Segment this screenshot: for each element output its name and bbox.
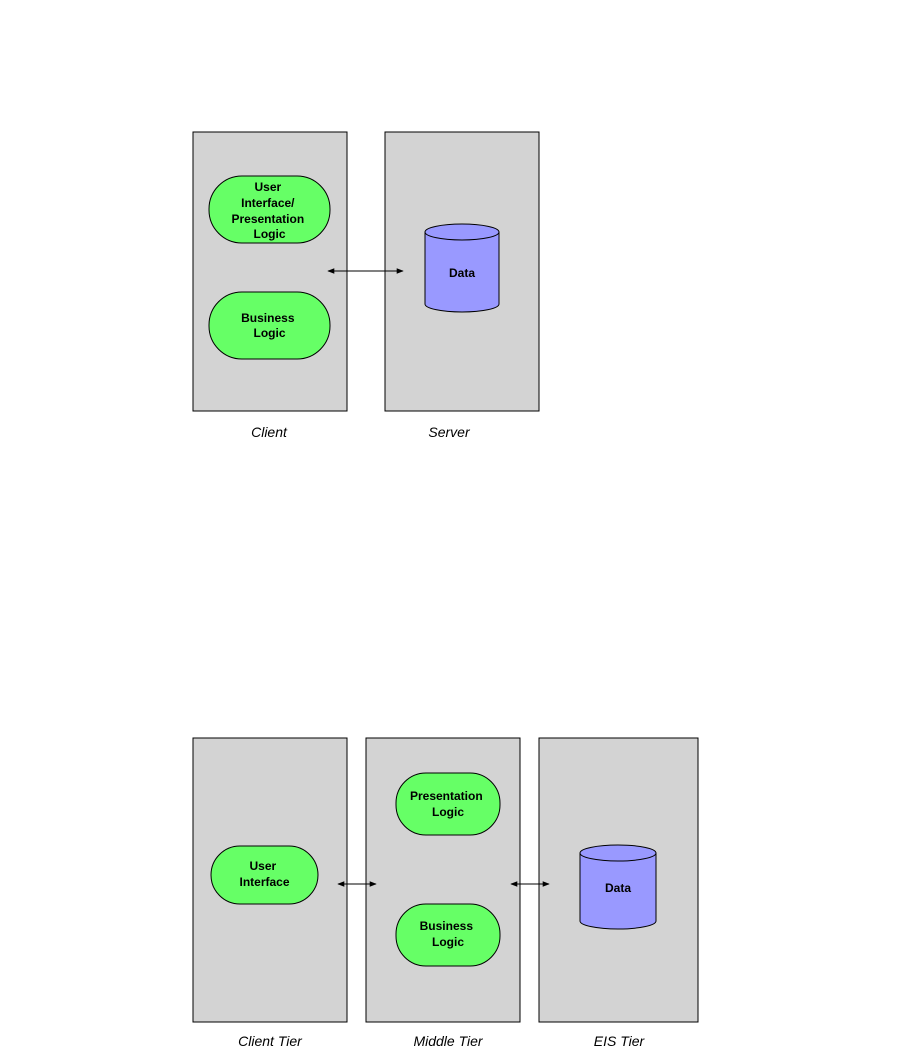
presentation-logic-label: Presentation Logic — [410, 789, 486, 819]
client-caption: Client — [251, 424, 288, 440]
two-tier-diagram: User Interface/ Presentation Logic Busin… — [192, 131, 540, 440]
eis-data-cylinder — [579, 844, 657, 930]
eis-data-label: Data — [605, 881, 631, 895]
client-tier-caption: Client Tier — [238, 1033, 303, 1049]
server-caption: Server — [428, 424, 471, 440]
user-interface-node — [210, 845, 319, 905]
ui-presentation-logic-node — [208, 175, 331, 244]
ui-presentation-logic-label: User Interface/ Presentation Logic — [231, 180, 307, 241]
business-logic-node — [208, 291, 331, 360]
middle-business-logic-node — [395, 903, 501, 967]
presentation-logic-node — [395, 772, 501, 836]
data-cylinder — [424, 223, 500, 313]
client-box — [192, 131, 348, 412]
business-logic-label: Business Logic — [241, 311, 298, 340]
three-tier-diagram: User Interface Presentation Logic Busine… — [192, 737, 699, 1049]
user-interface-label: User Interface — [239, 859, 289, 889]
data-label: Data — [449, 266, 475, 280]
middle-tier-caption: Middle Tier — [413, 1033, 483, 1049]
middle-business-logic-label: Business Logic — [420, 919, 477, 949]
eis-tier-caption: EIS Tier — [594, 1033, 646, 1049]
